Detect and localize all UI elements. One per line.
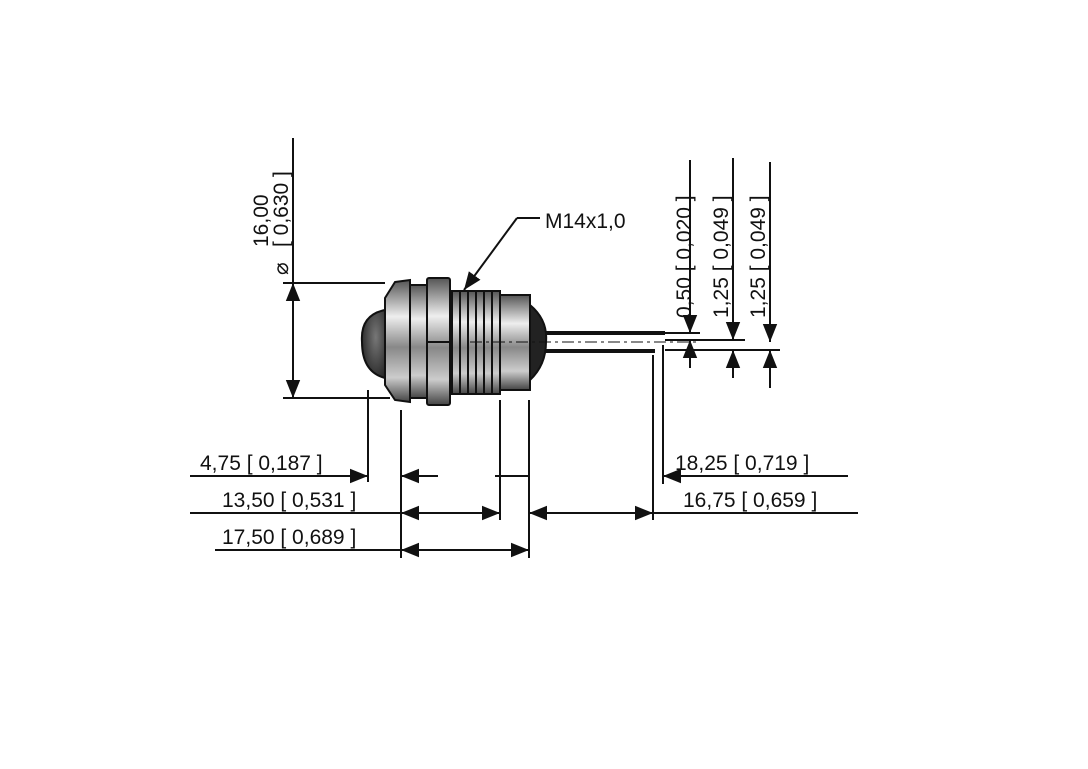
dimension-label: 13,50 [ 0,531 ] — [222, 489, 356, 512]
dimension-label: 1,25 [ 0,049 ] — [747, 195, 770, 318]
dimension-16-75: 16,75 [ 0,659 ] — [529, 489, 858, 521]
lead-wire — [545, 349, 655, 353]
lead-wire — [545, 331, 665, 335]
thread-lines — [459, 291, 493, 394]
lead-dimensions: 0,50 [ 0,020 ] 1,25 [ 0,049 ] 1,25 [ 0,0… — [665, 158, 780, 388]
thread-callout: M14x1,0 — [463, 210, 626, 291]
dimension-label: 0,50 [ 0,020 ] — [673, 195, 696, 318]
extension-lines — [367, 345, 664, 558]
diameter-dimension: ⌀ 16,00 [ 0,630 ] — [250, 138, 390, 399]
thread-label: M14x1,0 — [545, 210, 626, 233]
dimension-17-50: 17,50 [ 0,689 ] — [215, 526, 529, 558]
diameter-value: 16,00 — [250, 194, 273, 247]
dimension-18-25: 18,25 [ 0,719 ] — [495, 452, 848, 484]
dimension-label: 1,25 [ 0,049 ] — [710, 195, 733, 318]
diameter-symbol: ⌀ — [270, 262, 293, 275]
diameter-inch: [ 0,630 ] — [270, 171, 293, 247]
dimension-label: 18,25 [ 0,719 ] — [675, 452, 809, 475]
dimension-label: 17,50 [ 0,689 ] — [222, 526, 356, 549]
led-indicator-component — [360, 277, 700, 406]
dimension-label: 4,75 [ 0,187 ] — [200, 452, 323, 475]
dimension-4-75: 4,75 [ 0,187 ] — [190, 452, 438, 484]
dimension-label: 16,75 [ 0,659 ] — [683, 489, 817, 512]
dimension-13-50: 13,50 [ 0,531 ] — [190, 489, 500, 521]
